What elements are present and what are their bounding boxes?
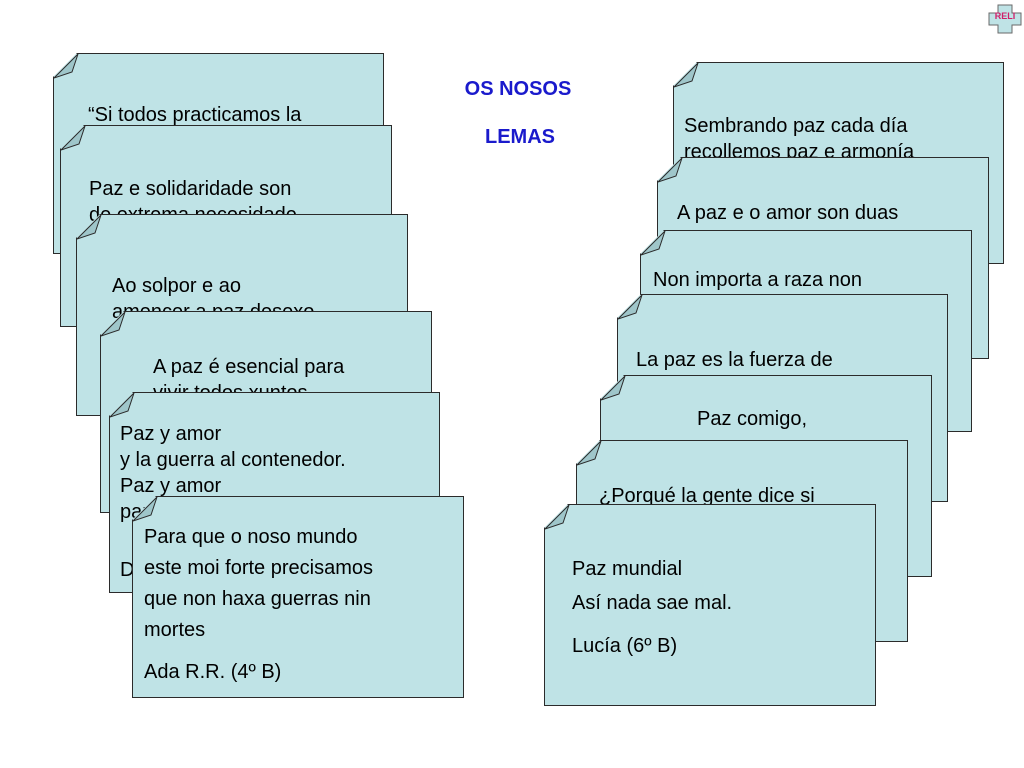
note-text: A paz e o amor son duas: [677, 202, 899, 224]
folded-corner-icon: [641, 231, 666, 256]
folded-corner-icon: [54, 54, 79, 79]
note-signature: Ada R.R. (4º B): [144, 661, 282, 683]
note-right-7: Paz mundial Así nada sae mal. Lucía (6º …: [544, 504, 876, 706]
note-left-6: Para que o noso mundo este moi forte pre…: [132, 496, 464, 698]
folded-corner-icon: [61, 126, 86, 151]
note-text: Para que o noso mundo este moi forte pre…: [144, 526, 373, 641]
note-text: Paz mundial Así nada sae mal.: [572, 558, 733, 614]
page-title-line-1: OS NOSOS: [464, 78, 572, 100]
folded-corner-icon: [101, 312, 126, 337]
folded-corner-icon: [577, 441, 602, 466]
note-text: Paz comigo,: [697, 408, 808, 430]
folded-corner-icon: [674, 63, 699, 88]
note-signature: Lucía (6º B): [572, 635, 678, 657]
page-title-line-2: LEMAS: [485, 126, 555, 148]
note-text: Sembrando paz cada día recollemos paz e …: [684, 115, 915, 163]
folded-corner-icon: [133, 497, 158, 522]
reli-cross-icon[interactable]: [988, 4, 1022, 34]
note-signature: D: [120, 559, 135, 581]
folded-corner-icon: [658, 158, 683, 183]
folded-corner-icon: [110, 393, 135, 418]
folded-corner-icon: [601, 376, 626, 401]
folded-corner-icon: [77, 215, 102, 240]
folded-corner-icon: [545, 505, 570, 530]
folded-corner-icon: [618, 295, 643, 320]
reli-badge-label: RELI: [994, 11, 1016, 21]
note-text: “Si todos practicamos la: [88, 104, 302, 126]
